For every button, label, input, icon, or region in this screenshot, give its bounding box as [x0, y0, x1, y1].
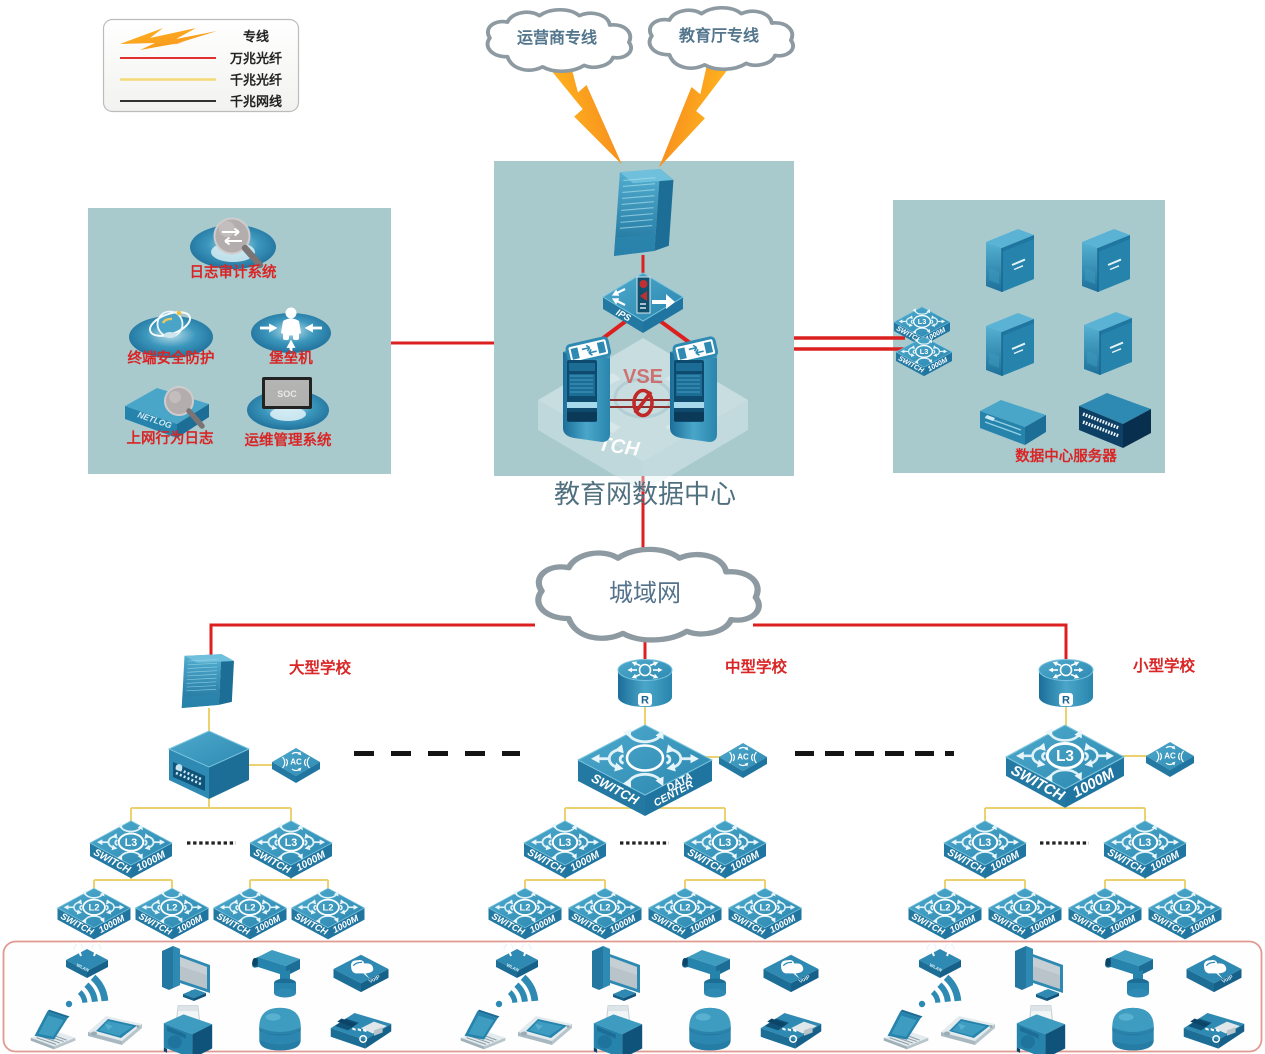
svg-text:上网行为日志: 上网行为日志 — [127, 429, 214, 447]
svg-text:数据中心服务器: 数据中心服务器 — [1015, 447, 1117, 465]
svg-text:专线: 专线 — [243, 29, 269, 44]
svg-text:万兆光纤: 万兆光纤 — [229, 51, 282, 66]
svg-text:终端安全防护: 终端安全防护 — [128, 349, 215, 367]
svg-text:运营商专线: 运营商专线 — [517, 28, 597, 47]
svg-text:中型学校: 中型学校 — [725, 657, 788, 676]
svg-text:千兆光纤: 千兆光纤 — [230, 73, 282, 88]
svg-text:日志审计系统: 日志审计系统 — [190, 263, 277, 281]
svg-text:堡垒机: 堡垒机 — [269, 349, 313, 367]
svg-text:VSE: VSE — [623, 366, 663, 388]
svg-text:SOC: SOC — [277, 389, 297, 399]
svg-text:千兆网线: 千兆网线 — [230, 94, 282, 109]
svg-text:教育厅专线: 教育厅专线 — [679, 26, 759, 45]
svg-text:城域网: 城域网 — [609, 580, 681, 607]
svg-text:小型学校: 小型学校 — [1133, 656, 1196, 675]
svg-text:教育网数据中心: 教育网数据中心 — [554, 480, 736, 509]
svg-text:运维管理系统: 运维管理系统 — [245, 431, 332, 449]
svg-text:大型学校: 大型学校 — [289, 658, 352, 677]
